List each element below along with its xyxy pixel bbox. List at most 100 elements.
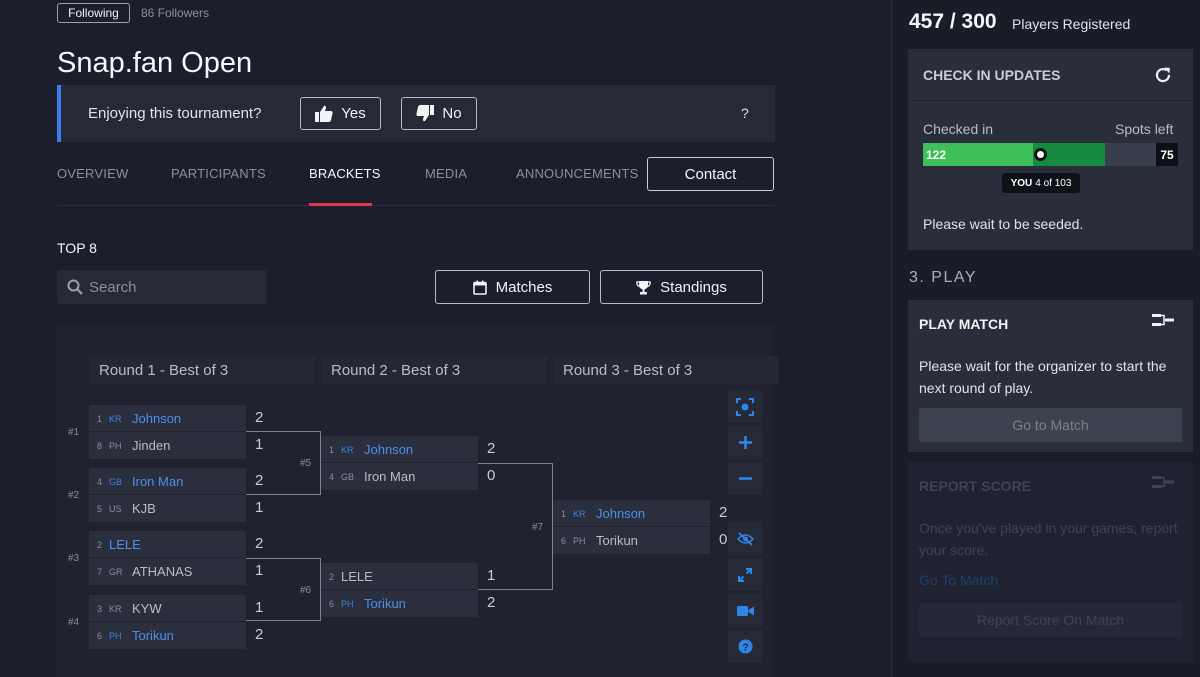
checked-in-label: Checked in [923,121,994,137]
your-position-marker [1034,148,1047,161]
trophy-icon [636,280,651,294]
svg-text:?: ? [742,643,748,654]
player-country: KR [109,604,122,614]
report-go-to-match-link[interactable]: Go To Match [919,572,999,588]
eye-slash-icon [736,531,754,546]
checkin-header: CHECK IN UPDATES [908,49,1193,101]
spots-left-count: 75 [1156,143,1178,166]
standings-button[interactable]: Standings [600,270,763,304]
registration-count: 457 / 300 [909,10,997,33]
match-number: #2 [68,490,80,501]
sidebar: 457 / 300 Players Registered CHECK IN UP… [891,0,1200,677]
player-score: 1 [487,567,496,584]
zoom-in-button[interactable] [727,425,763,460]
bracket-slot[interactable]: 4 GB Iron Man [321,463,478,490]
matches-label: Matches [495,278,553,296]
player-seed: 5 [97,504,103,514]
help-button[interactable]: ? [727,629,763,664]
tab-participants[interactable]: PARTICIPANTS [171,166,266,181]
player-country: GB [341,472,355,482]
player-country: KR [109,414,122,424]
tab-announcements[interactable]: ANNOUNCEMENTS [516,166,639,181]
player-seed: 4 [97,477,103,487]
checkin-card: CHECK IN UPDATES Checked in Spots left 1… [908,49,1193,250]
player-country: US [109,504,122,514]
feedback-yes-button[interactable]: Yes [300,97,381,130]
checkin-message: Please wait to be seeded. [923,216,1084,232]
feedback-question: Enjoying this tournament? [88,105,262,122]
bracket-connector [246,431,321,495]
player-seed: 6 [329,599,335,609]
hide-button[interactable] [727,521,763,556]
question-circle-icon: ? [738,639,752,654]
zoom-out-button[interactable] [727,461,763,496]
player-seed: 1 [329,445,335,455]
player-seed: 2 [329,572,335,582]
search-input[interactable] [89,277,259,297]
bracket-slot[interactable]: 1 KR Johnson [89,405,246,432]
player-score: 2 [255,626,264,643]
player-name: Johnson [132,411,182,426]
tournament-title: Snap.fan Open [57,47,253,79]
contact-button[interactable]: Contact [647,157,774,191]
report-score-title: REPORT SCORE [919,478,1032,494]
checked-in-count: 122 [926,148,947,162]
feedback-no-label: No [442,105,462,122]
search-box [57,270,267,304]
report-score-button[interactable]: Report Score On Match [919,603,1182,637]
thumbs-down-icon [416,105,435,122]
focus-button[interactable] [727,389,763,424]
match-number: #5 [300,458,312,469]
feedback-help-button[interactable]: ? [741,105,749,121]
stream-button[interactable] [727,593,763,628]
bracket-toggle-icon [1152,476,1174,488]
play-match-message: Please wait for the organizer to start t… [919,358,1167,396]
feedback-no-button[interactable]: No [401,97,477,130]
bracket-toggle-icon[interactable] [1152,313,1174,327]
player-score: 2 [255,472,264,489]
checkin-title: CHECK IN UPDATES [923,67,1061,83]
tab-overview[interactable]: OVERVIEW [57,166,129,181]
thumbs-up-icon [315,105,333,122]
player-score: 2 [255,535,264,552]
match-number: #1 [68,427,80,438]
expand-button[interactable] [727,557,763,592]
refresh-icon[interactable] [1154,66,1172,84]
player-seed: 7 [97,567,103,577]
player-seed: 6 [97,631,103,641]
report-score-card: REPORT SCORE Once you've played in your … [908,462,1193,662]
matches-button[interactable]: Matches [435,270,590,304]
followers-count: 86 Followers [141,6,210,20]
player-name: LELE [341,569,373,584]
expand-icon [738,567,752,582]
calendar-icon [472,280,487,295]
player-seed: 4 [329,472,335,482]
player-country: PH [109,631,122,641]
player-score: 0 [487,467,496,484]
standings-label: Standings [660,278,727,296]
player-name: KYW [132,601,162,616]
player-seed: 1 [97,414,103,424]
tab-brackets[interactable]: BRACKETS [309,166,381,181]
bracket-slot[interactable]: 2 LELE [321,563,478,590]
player-name: Torikun [364,596,406,611]
following-button[interactable]: Following [57,3,130,23]
bracket-connector [478,463,553,590]
tab-media[interactable]: MEDIA [425,166,468,181]
player-name: Iron Man [364,469,416,484]
tabs-divider [57,205,775,206]
go-to-match-button[interactable]: Go to Match [919,408,1182,442]
round-3-header: Round 3 - Best of 3 [553,356,779,384]
active-tab-indicator [309,203,372,206]
